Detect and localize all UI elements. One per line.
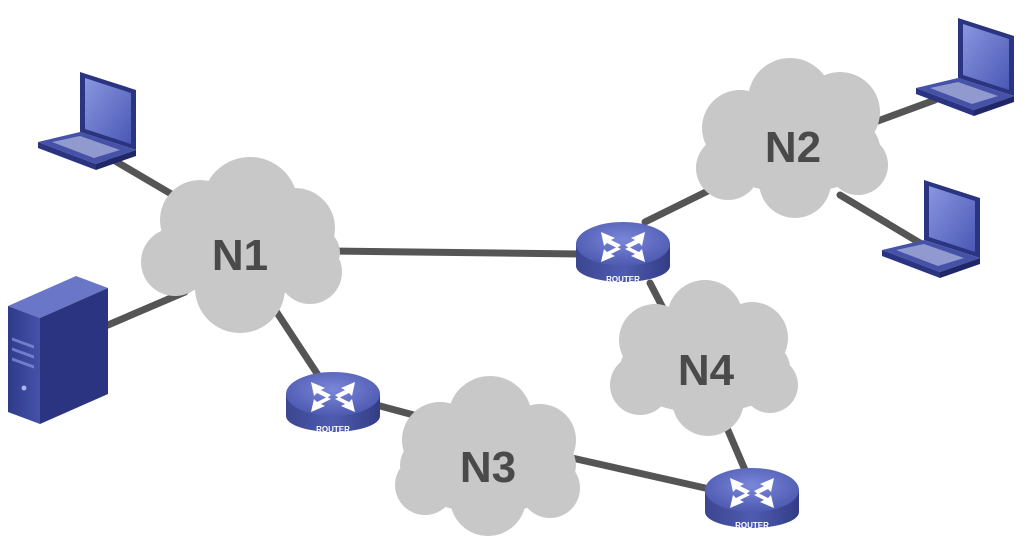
cloud-n2: N2	[696, 58, 888, 218]
laptop-icon	[916, 18, 1014, 116]
cloud-label-n2: N2	[765, 123, 821, 172]
link-server-n1	[104, 288, 189, 329]
link-n1-router-top	[326, 247, 584, 258]
router-bottom: ROUTER	[705, 468, 799, 530]
server-icon	[8, 276, 108, 424]
cloud-n3: N3	[395, 376, 580, 536]
cloud-n1: N1	[141, 157, 342, 333]
link-n2-laptop-top-right	[871, 96, 939, 126]
cloud-n4: N4	[610, 280, 798, 436]
router-left: ROUTER	[286, 372, 380, 434]
router-label: ROUTER	[735, 521, 769, 530]
links	[104, 96, 939, 492]
router-label: ROUTER	[316, 425, 350, 434]
link-n3-router-bottom	[568, 454, 709, 492]
laptop-icon	[882, 180, 980, 278]
router-arrows-icon	[730, 478, 774, 508]
link-n4-router-bottom	[723, 424, 749, 474]
link-n1-router-left	[268, 301, 324, 382]
cloud-label-n1: N1	[212, 231, 268, 280]
router-arrows-icon	[311, 382, 355, 412]
router-top: ROUTER	[576, 222, 670, 284]
cloud-label-n4: N4	[678, 346, 735, 395]
link-n2-laptop-mid-right	[836, 191, 924, 247]
router-label: ROUTER	[606, 275, 640, 284]
cloud-label-n3: N3	[460, 443, 516, 492]
router-arrows-icon	[601, 232, 645, 262]
laptop-icon	[38, 72, 136, 170]
